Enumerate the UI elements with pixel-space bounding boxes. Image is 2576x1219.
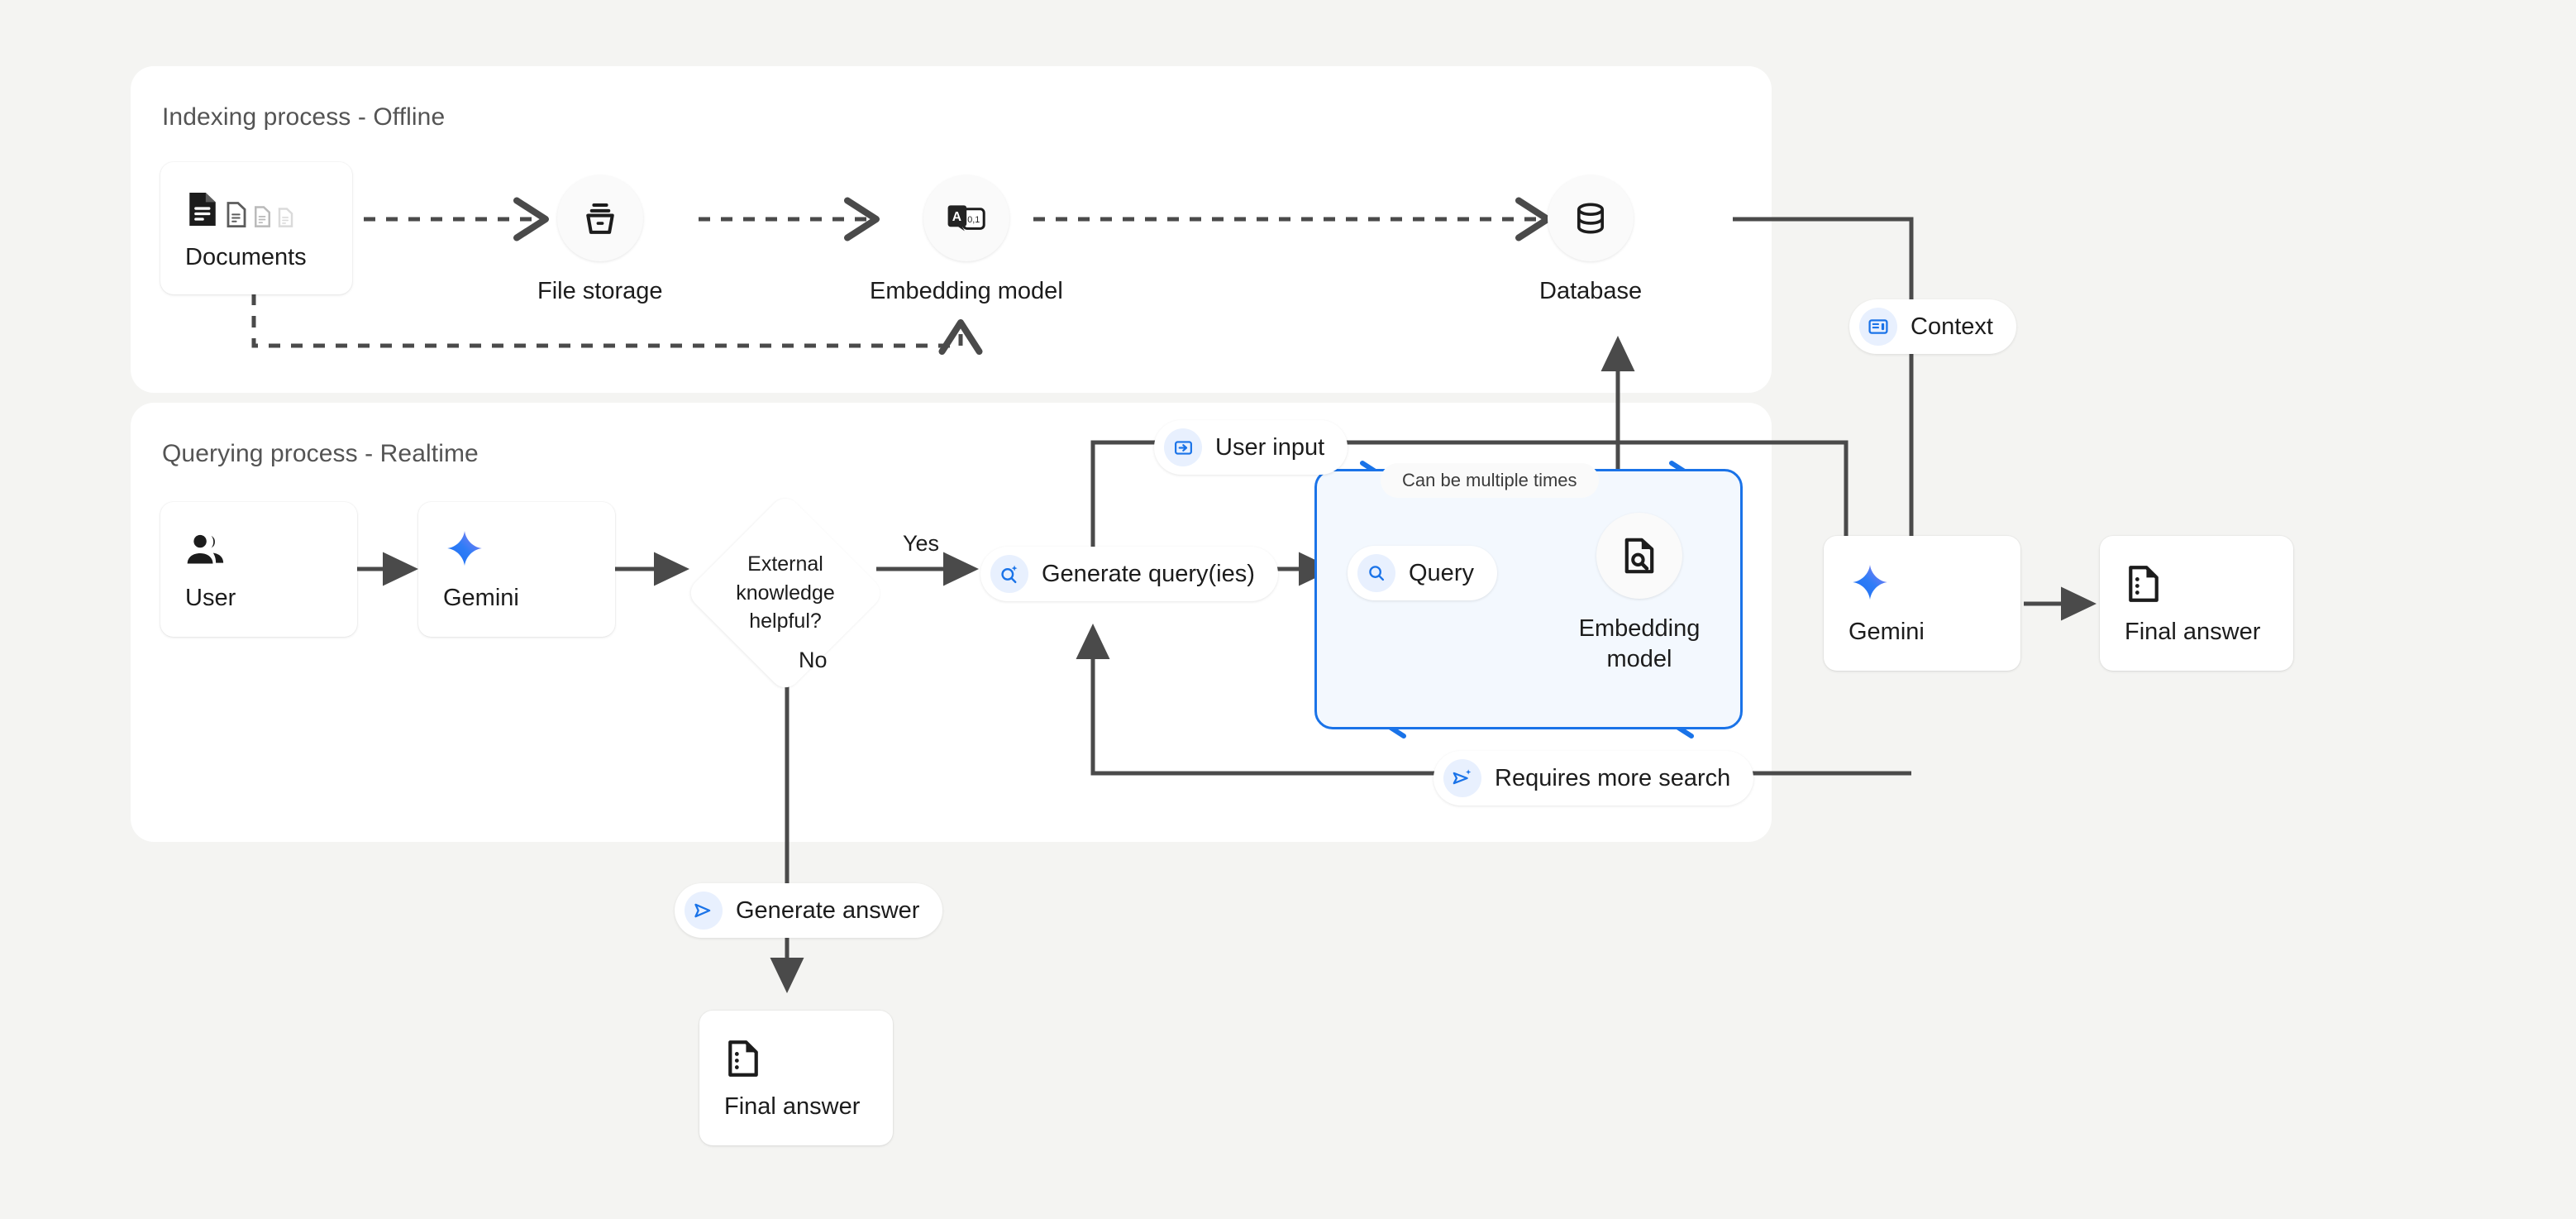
- text-to-vector-icon: 0,1 A: [923, 175, 1009, 261]
- gemini-sparkle-icon: [443, 527, 615, 573]
- pill-label: Requires more search: [1495, 764, 1731, 791]
- node-final-answer-right[interactable]: Final answer: [2100, 536, 2293, 671]
- node-label: Gemini: [1849, 619, 1925, 645]
- branch-label-yes: Yes: [903, 531, 940, 556]
- node-label: Embedding model: [870, 278, 1063, 304]
- pill-context[interactable]: Context: [1849, 299, 2016, 354]
- node-gemini-left[interactable]: Gemini: [418, 502, 615, 637]
- pill-label: Generate query(ies): [1042, 560, 1255, 587]
- context-article-icon: [1859, 308, 1897, 346]
- node-label: Final answer: [724, 1093, 861, 1120]
- pill-label: Generate answer: [736, 896, 920, 924]
- people-icon: [185, 527, 357, 573]
- node-label: Final answer: [2125, 619, 2261, 645]
- pill-label: Context: [1911, 313, 1993, 340]
- send-sparkle-icon: [1443, 759, 1481, 797]
- gemini-sparkle-icon: [1849, 561, 2020, 607]
- svg-text:0,1: 0,1: [967, 215, 980, 225]
- doc-search-icon: [1596, 513, 1682, 599]
- decision-external-knowledge[interactable]: External knowledge helpful?: [685, 492, 886, 694]
- querying-panel-title: Querying process - Realtime: [162, 440, 479, 467]
- decision-label: External knowledge helpful?: [736, 552, 835, 633]
- node-label: Documents: [185, 243, 307, 270]
- pill-query[interactable]: Query: [1348, 546, 1497, 600]
- node-database[interactable]: Database: [1539, 175, 1642, 307]
- node-label: Database: [1539, 278, 1643, 304]
- svg-text:A: A: [952, 210, 961, 224]
- node-embedding-model[interactable]: 0,1 A Embedding model: [870, 175, 1063, 307]
- indexing-panel-title: Indexing process - Offline: [162, 103, 446, 131]
- node-label: User: [185, 585, 236, 611]
- pill-requires-more-search[interactable]: Requires more search: [1433, 751, 1754, 805]
- login-arrow-icon: [1164, 428, 1202, 466]
- node-file-storage[interactable]: File storage: [537, 175, 663, 307]
- node-final-answer-bottom[interactable]: Final answer: [699, 1011, 893, 1145]
- pill-generate-queries[interactable]: Generate query(ies): [980, 547, 1278, 601]
- search-sparkle-icon: [990, 555, 1028, 593]
- pill-label: Query: [1409, 559, 1474, 586]
- node-label: Gemini: [443, 585, 519, 611]
- node-gemini-right[interactable]: Gemini: [1824, 536, 2020, 671]
- pill-user-input[interactable]: User input: [1154, 420, 1348, 475]
- node-label: File storage: [537, 278, 663, 304]
- node-documents[interactable]: Documents: [160, 162, 352, 294]
- node-user[interactable]: User: [160, 502, 357, 637]
- archive-icon: [556, 175, 643, 261]
- node-embedding-model-query[interactable]: Embedding model: [1569, 513, 1710, 675]
- answer-doc-icon: [2125, 561, 2293, 607]
- branch-label-no: No: [799, 648, 828, 672]
- pill-generate-answer[interactable]: Generate answer: [675, 883, 943, 938]
- search-icon: [1357, 554, 1395, 592]
- documents-icon: [185, 186, 352, 232]
- node-label: Embedding model: [1578, 615, 1701, 673]
- loop-note: Can be multiple times: [1381, 463, 1599, 498]
- answer-doc-icon: [724, 1035, 893, 1082]
- database-icon: [1548, 175, 1634, 261]
- pill-label: User input: [1215, 433, 1325, 461]
- send-icon: [685, 892, 723, 930]
